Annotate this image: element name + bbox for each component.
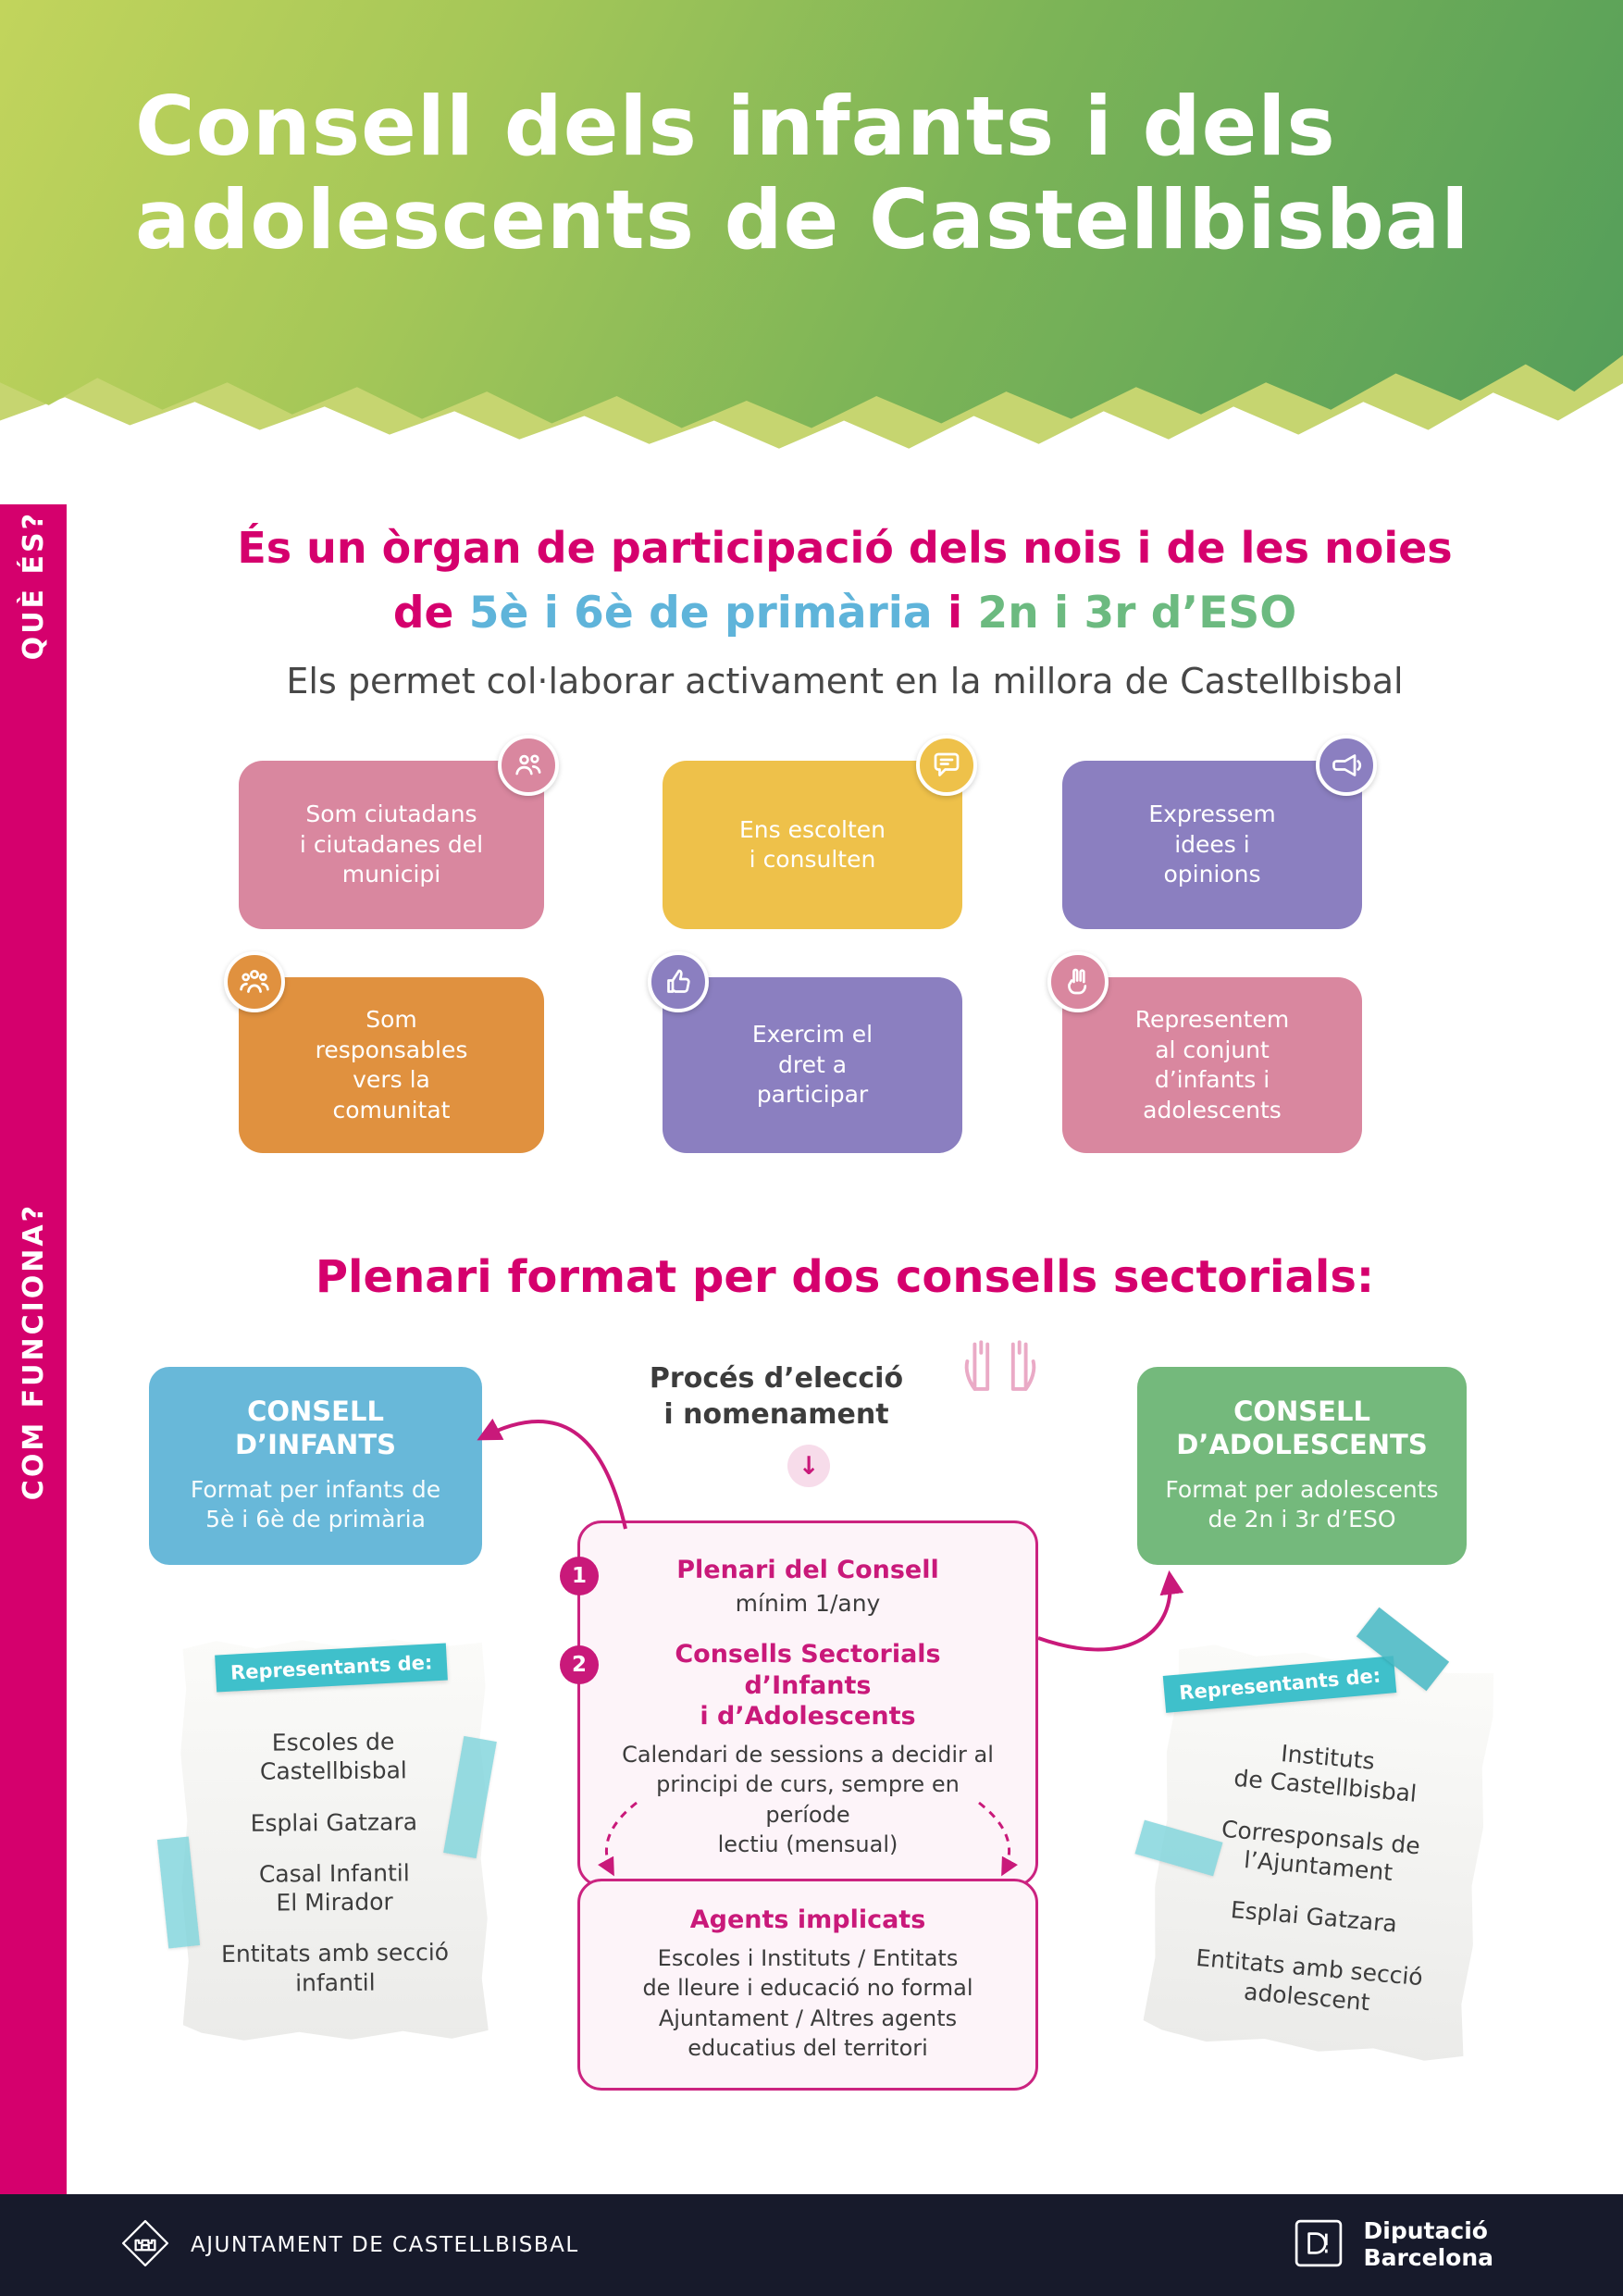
- card-exercim: Exercim el dret a participar: [648, 951, 962, 1153]
- list-item: Esplai Gatzara: [1229, 1895, 1399, 1938]
- page-title-line2: adolescents de Castellbisbal: [135, 172, 1470, 268]
- section2-heading: Plenari format per dos consells sectoria…: [315, 1251, 1375, 1303]
- diputacio-line1: Diputació: [1363, 2217, 1488, 2245]
- sectorials-body: Calendari de sessions a decidir al princ…: [622, 1742, 994, 1858]
- page-title-line1: Consell dels infants i dels: [135, 79, 1336, 174]
- list-item: Corresponsals de l’Ajuntament: [1220, 1815, 1421, 1886]
- card-expressem-label: Expressem idees i opinions: [1148, 800, 1276, 888]
- intro-de: de: [392, 588, 454, 639]
- consell-adolescents-subtitle: Format per adolescents de 2n i 3r d’ESO: [1165, 1475, 1439, 1533]
- card-representem-label: Representem al conjunt d’infants i adole…: [1134, 1006, 1290, 1123]
- raised-hands-icon: [958, 1325, 1043, 1401]
- people-icon: [498, 735, 559, 796]
- card-responsables: Som responsables vers la comunitat: [224, 951, 544, 1153]
- list-item: Esplai Gatzara: [250, 1807, 418, 1837]
- card-responsables-label: Som responsables vers la comunitat: [315, 1006, 468, 1123]
- consell-infants-title: CONSELL D’INFANTS: [234, 1396, 396, 1461]
- card-ciutadans: Som ciutadans i ciutadanes del municipi: [239, 735, 559, 929]
- card-representem: Representem al conjunt d’infants i adole…: [1047, 951, 1362, 1153]
- card-ciutadans-label: Som ciutadans i ciutadanes del municipi: [299, 800, 484, 888]
- header-banner: [0, 0, 1623, 428]
- intro-block: És un òrgan de participació dels nois i …: [67, 523, 1623, 701]
- consell-infants-subtitle: Format per infants de 5è i 6è de primàri…: [190, 1475, 441, 1533]
- consell-adolescents-title: CONSELL D’ADOLESCENTS: [1176, 1396, 1428, 1461]
- representants-infants-list: Escoles de Castellbisbal Esplai Gatzara …: [195, 1727, 474, 1998]
- intro-eso: 2n i 3r d’ESO: [977, 588, 1297, 639]
- side-strip: [0, 504, 67, 2194]
- agents-body: Escoles i Instituts / Entitats de lleure…: [642, 1945, 973, 2062]
- page-title: Consell dels infants i dels adolescents …: [135, 80, 1469, 267]
- representants-infants-note: Escoles de Castellbisbal Esplai Gatzara …: [180, 1639, 489, 2042]
- section-label-que-es: QUÈ ÉS?: [18, 511, 50, 661]
- card-exercim-label: Exercim el dret a participar: [751, 1021, 873, 1109]
- agents-box: Agents implicats Escoles i Instituts / E…: [577, 1879, 1038, 2091]
- speech-bubble-icon: [916, 735, 977, 796]
- ajuntament-label: AJUNTAMENT DE CASTELLBISBAL: [191, 2233, 579, 2257]
- plenari-frequency: mínim 1/any: [735, 1589, 881, 1617]
- ajuntament-logo-icon: [120, 2218, 170, 2272]
- diputacio-logo-block: Diputació Barcelona: [1294, 2217, 1493, 2272]
- list-item: Entitats amb secció infantil: [220, 1939, 450, 1996]
- diputacio-label: Diputació Barcelona: [1363, 2217, 1493, 2272]
- list-item: Instituts de Castellbisbal: [1233, 1740, 1419, 1808]
- diputacio-line2: Barcelona: [1363, 2244, 1493, 2271]
- list-item: Escoles de Castellbisbal: [259, 1728, 407, 1785]
- list-item: Casal Infantil El Mirador: [258, 1859, 410, 1917]
- representants-adolescents-list: Instituts de Castellbisbal Corresponsals…: [1160, 1731, 1475, 2024]
- intro-line2: de 5è i 6è de primària i 2n i 3r d’ESO: [67, 588, 1623, 639]
- consell-adolescents-box: CONSELL D’ADOLESCENTS Format per adolesc…: [1137, 1367, 1467, 1565]
- plenari-box: 1 Plenari del Consell mínim 1/any 2 Cons…: [560, 1520, 1038, 1887]
- community-icon: [224, 951, 285, 1012]
- intro-line3: Els permet col·laborar activament en la …: [286, 661, 1404, 701]
- consell-infants-box: CONSELL D’INFANTS Format per infants de …: [149, 1367, 482, 1565]
- section-label-com-funciona: COM FUNCIONA?: [18, 1203, 50, 1501]
- process-title: Procés d’elecció i nomenament: [649, 1362, 904, 1431]
- intro-line1: És un òrgan de participació dels nois i …: [237, 523, 1453, 573]
- peace-hand-icon: [1047, 951, 1109, 1012]
- agents-title: Agents implicats: [689, 1905, 926, 1934]
- diputacio-logo-icon: [1294, 2218, 1344, 2272]
- card-escolten: Ens escolten i consulten: [663, 735, 977, 929]
- card-expressem: Expressem idees i opinions: [1062, 735, 1377, 929]
- down-arrow-icon: ↓: [787, 1445, 830, 1487]
- ajuntament-logo-block: AJUNTAMENT DE CASTELLBISBAL: [120, 2218, 579, 2272]
- arrow-to-adolescents: [1037, 1570, 1184, 1652]
- megaphone-icon: [1316, 735, 1377, 796]
- footer-bar: AJUNTAMENT DE CASTELLBISBAL Diputació Ba…: [0, 2194, 1623, 2296]
- step-1-badge: 1: [560, 1557, 599, 1595]
- intro-i: i: [948, 588, 963, 639]
- step-2-badge: 2: [560, 1645, 599, 1684]
- sectorials-title: Consells Sectorials d’Infants i d’Adoles…: [675, 1639, 941, 1731]
- plenari-title: Plenari del Consell: [676, 1556, 939, 1584]
- card-escolten-label: Ens escolten i consulten: [738, 815, 886, 874]
- arrow-to-infants: [477, 1418, 627, 1530]
- list-item: Entitats amb secció adolescent: [1195, 1944, 1424, 2016]
- intro-primaria: 5è i 6è de primària: [468, 588, 933, 639]
- thumbs-up-icon: [648, 951, 709, 1012]
